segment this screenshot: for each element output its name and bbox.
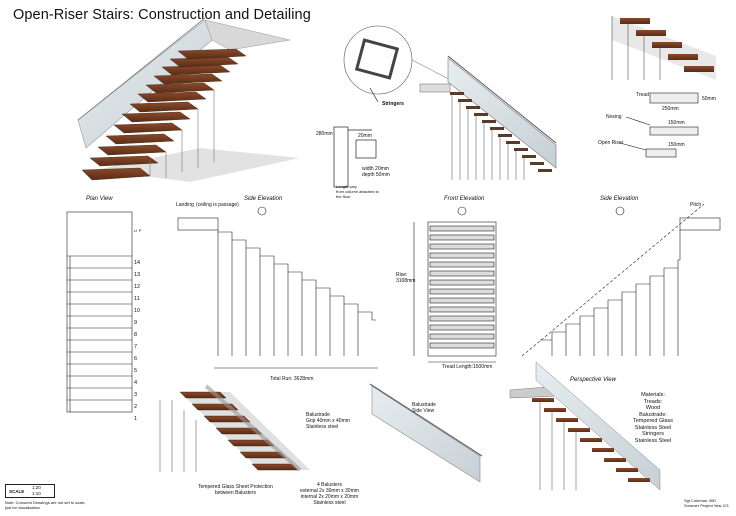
scale-box: SCALE 1:20 1:10	[5, 484, 55, 498]
step-number: 11	[134, 296, 140, 302]
materials-item: Balustrade:	[639, 411, 667, 418]
label-open-riser: Open Riser	[598, 140, 624, 146]
label-up: UP	[134, 228, 144, 233]
perspective-view	[509, 361, 661, 491]
caption-side-elevation-right: Side Elevation	[600, 196, 639, 202]
caption-plan-view: Plan View	[86, 196, 113, 202]
materials-heading: Materials:	[641, 392, 665, 398]
tread-nosing-detail	[619, 92, 699, 158]
materials-item: Stainless Steel	[634, 437, 672, 444]
label-balusters: 4 Balusters external 2x 30mm x 30mm inte…	[300, 482, 359, 506]
render-3d-stair-top-left	[77, 17, 300, 182]
side-elevation-left	[177, 217, 378, 369]
plan-view	[66, 211, 133, 413]
label-balustrade: Balustrade Grip 40mm x 40mm Stainless st…	[306, 412, 350, 430]
step-number: 12	[134, 284, 141, 290]
label-stringers: Stringers	[382, 101, 404, 107]
label-dim-d: Length vary from column attached to the …	[336, 184, 379, 199]
caption-front-elevation: Front Elevation	[444, 196, 485, 202]
materials-item: Tempered Glass	[632, 418, 674, 424]
scale-label: SCALE	[9, 489, 25, 494]
step-number: 2	[134, 404, 138, 410]
step-number: 14	[134, 260, 141, 266]
label-riser-dim: 150mm	[668, 142, 685, 148]
step-number: 10	[134, 308, 141, 314]
label-total-run: Total Run: 3628mm	[270, 376, 314, 382]
label-nosing: Nosing	[606, 114, 622, 120]
step-number: 13	[134, 272, 141, 278]
step-number: 1	[134, 416, 138, 422]
label-dim-c: width 20mm depth 50mm	[362, 166, 390, 178]
step-number: 9	[134, 320, 138, 326]
label-nosing-dim: 150mm	[668, 120, 685, 126]
label-tread-length: Tread Length:1500mm	[442, 364, 493, 370]
materials-item: Stainless Steel	[634, 424, 672, 431]
step-number: 7	[134, 344, 138, 350]
label-landing-note: (ceiling is passage)	[196, 202, 239, 208]
label-dim-a: 280mm	[316, 131, 333, 137]
render-detail-top-right	[611, 16, 716, 80]
caption-side-elevation-left: Side Elevation	[244, 196, 283, 202]
label-glass: Tempered Glass Sheet Protection between …	[198, 484, 273, 496]
label-dim-b: 20mm	[358, 133, 372, 139]
label-tread-dim1: 50mm	[702, 96, 716, 102]
label-tread: Tread	[636, 92, 649, 98]
step-number: 3	[134, 392, 138, 398]
front-elevation	[413, 221, 497, 363]
render-3d-stair-bottom-left	[159, 384, 310, 472]
step-number: 5	[134, 368, 138, 374]
render-glass-stair	[419, 55, 557, 180]
materials-list: Materials: Treads: Wood Balustrade: Temp…	[628, 392, 678, 444]
materials-item: Wood	[645, 405, 661, 411]
materials-item: Treads:	[643, 398, 663, 405]
label-tread-dim2: 250mm	[662, 106, 679, 112]
materials-item: Stringers	[641, 431, 664, 437]
caption-perspective-view: Perspective View	[570, 377, 616, 383]
label-pitch: Pitch	[690, 202, 702, 208]
label-note: Note: Coloured Drawings are not set to s…	[5, 500, 86, 510]
scale-value-1: 1:20	[32, 485, 41, 490]
balustrade-side-view	[369, 383, 483, 483]
step-number: 8	[134, 332, 138, 338]
step-number: 6	[134, 356, 138, 362]
view-markers	[257, 206, 625, 216]
label-landing: Landing	[176, 202, 194, 208]
label-rise: Rise: 3108mm	[396, 272, 416, 284]
step-number: 4	[134, 380, 138, 386]
side-elevation-right	[521, 203, 721, 357]
page-title: Open-Riser Stairs: Construction and Deta…	[13, 7, 311, 23]
label-author: Sgt Coleman, BID Summer Project Year 2/3	[684, 498, 729, 508]
scale-value-2: 1:10	[32, 491, 41, 496]
label-balustrade-side: Balustrade Side View	[412, 402, 436, 414]
